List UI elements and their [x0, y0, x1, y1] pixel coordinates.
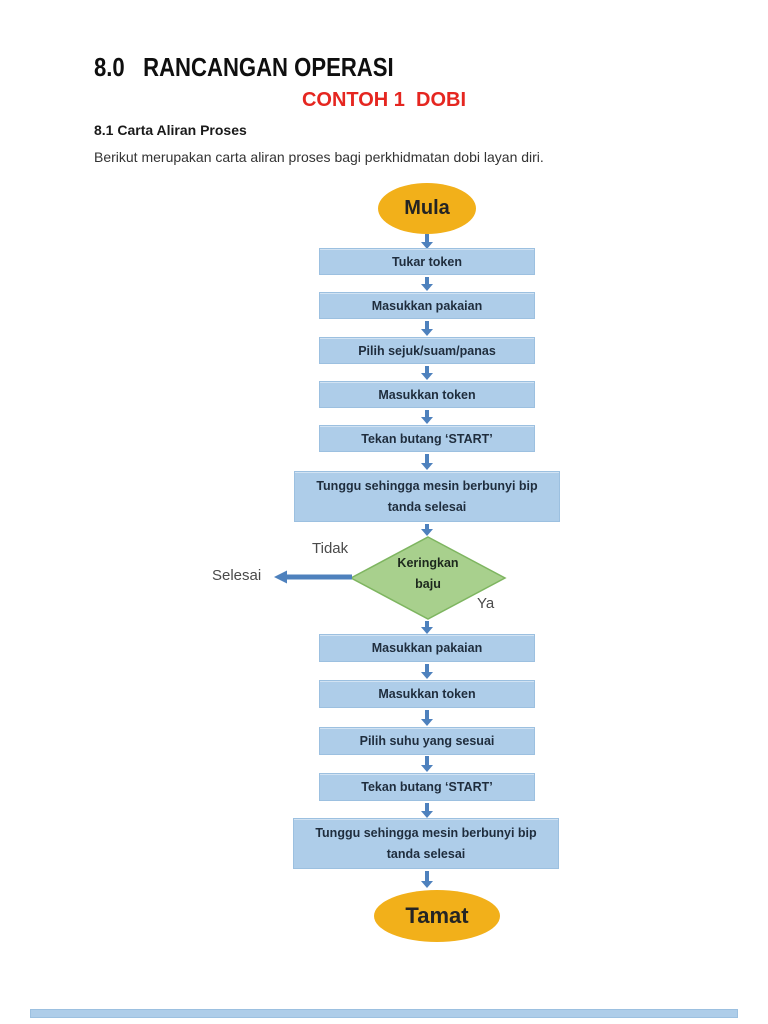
process-box-masukkan-pakaian-2: Masukkan pakaian	[319, 634, 535, 662]
decision-no-label: Tidak	[312, 540, 349, 557]
next-page-content-sliver	[30, 1009, 738, 1018]
arrow-down-icon	[421, 524, 433, 536]
arrow-left-icon	[274, 570, 352, 584]
arrow-down-icon	[421, 454, 433, 470]
arrow-down-icon	[421, 321, 433, 336]
decision-diamond	[349, 536, 507, 620]
wait-line-1: Tunggu sehingga mesin berbunyi bip	[316, 478, 538, 493]
section-heading: 8.1 Carta Aliran Proses	[94, 122, 247, 138]
process-box-masukkan-token-1: Masukkan token	[319, 381, 535, 408]
page-subtitle: CONTOH 1 DOBI	[301, 89, 467, 111]
arrow-down-icon	[421, 366, 433, 380]
process-box-tunggu-2: Tunggu sehingga mesin berbunyi bip tanda…	[293, 818, 559, 869]
intro-paragraph: Berikut merupakan carta aliran proses ba…	[94, 149, 544, 165]
process-box-tukar-token: Tukar token	[319, 248, 535, 275]
decision-label: Keringkan baju	[349, 553, 507, 595]
end-terminal: Tamat	[374, 890, 500, 942]
process-box-masukkan-token-2: Masukkan token	[319, 680, 535, 708]
arrow-down-icon	[421, 664, 433, 679]
process-box-pilih-suhu: Pilih suhu yang sesuai	[319, 727, 535, 755]
arrow-down-icon	[421, 803, 433, 818]
arrow-down-icon	[421, 710, 433, 726]
arrow-down-icon	[421, 410, 433, 424]
wait-line-2: tanda selesai	[387, 499, 467, 514]
arrow-down-icon	[421, 234, 433, 249]
decision-yes-label: Ya	[477, 595, 495, 612]
process-box-masukkan-pakaian-1: Masukkan pakaian	[319, 292, 535, 319]
start-terminal: Mula	[378, 183, 476, 234]
decision-label-line2: baju	[415, 577, 441, 591]
process-box-tekan-butang-start-1: Tekan butang ‘START’	[319, 425, 535, 452]
decision-label-line1: Keringkan	[397, 556, 459, 570]
arrow-down-icon	[421, 621, 433, 634]
wait-line-2: tanda selesai	[386, 846, 466, 861]
page-title: 8.0 RANCANGAN OPERASI	[94, 52, 394, 82]
arrow-down-icon	[421, 756, 433, 772]
process-box-tunggu-1: Tunggu sehingga mesin berbunyi bip tanda…	[294, 471, 560, 522]
arrow-down-icon	[421, 277, 433, 291]
flow-exit-label: Selesai	[212, 567, 262, 584]
arrow-down-icon	[421, 871, 433, 888]
wait-line-1: Tunggu sehingga mesin berbunyi bip	[315, 825, 537, 840]
process-box-tekan-butang-start-2: Tekan butang ‘START’	[319, 773, 535, 801]
process-box-pilih-sejuk-suam-panas: Pilih sejuk/suam/panas	[319, 337, 535, 364]
